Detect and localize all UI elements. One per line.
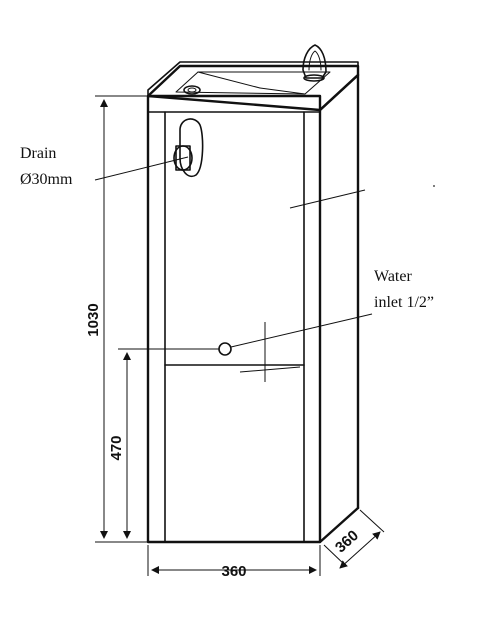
- water-inlet-size-label: inlet 1/2”: [374, 294, 434, 311]
- water-inlet-icon: [218, 342, 232, 356]
- inlet-height-value: 470: [108, 435, 125, 460]
- dimension-depth: [323, 509, 385, 569]
- dimension-height-total: [95, 95, 148, 543]
- drain-label: Drain: [20, 145, 56, 162]
- water-label: Water: [374, 268, 412, 285]
- dimension-height-inlet: [118, 348, 219, 539]
- section-cut-marks: [239, 322, 301, 382]
- total-height-value: 1030: [85, 303, 102, 336]
- width-value: 360: [221, 563, 246, 580]
- drain-fitting-icon: [173, 118, 204, 177]
- dimension-width: [147, 545, 321, 576]
- drain-leader: [94, 156, 189, 181]
- top-basin: [146, 61, 360, 112]
- bubbler-spout-icon: [302, 44, 327, 82]
- water-inlet-leader: [230, 313, 373, 348]
- body-leader: [289, 189, 366, 209]
- drain-size-label: Ø30mm: [20, 171, 73, 188]
- stray-dot: [433, 185, 435, 187]
